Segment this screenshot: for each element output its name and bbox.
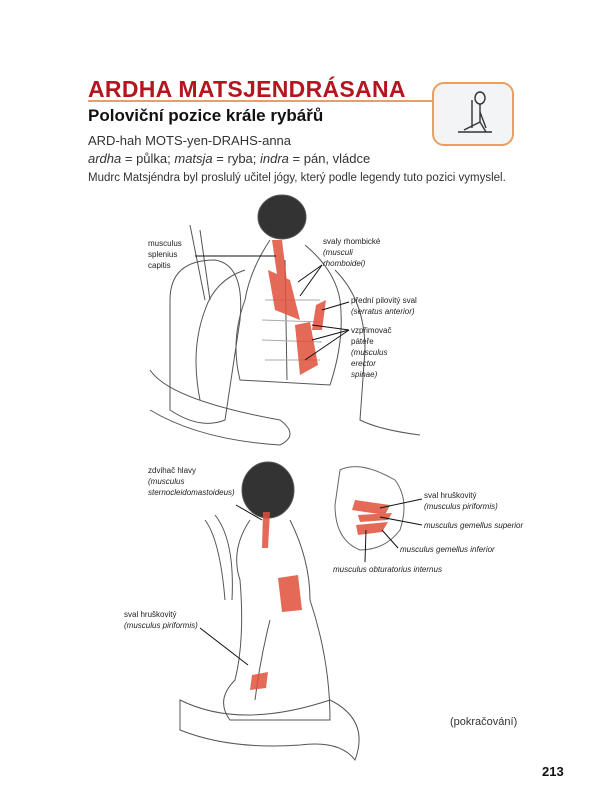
top-figure-illustration (149, 194, 421, 446)
label-serratus-anterior: přední pilovitý sval (serratus anterior) (351, 295, 417, 317)
label-line: musculus gemellus inferior (400, 545, 495, 554)
label-line: zdvihač hlavy (148, 466, 197, 475)
title-divider (88, 100, 432, 102)
label-line: přední pilovitý sval (351, 296, 417, 305)
label-line: erector (351, 359, 376, 368)
pelvis-inset-muscles (352, 500, 392, 535)
bottom-figure-illustration (179, 461, 360, 762)
definition: = ryba; (212, 151, 260, 166)
label-line: musculus (148, 239, 182, 248)
label-line: splenius (148, 250, 178, 259)
etymology: ardha = půlka; matsja = ryba; indra = pá… (88, 151, 370, 166)
term: matsja (174, 151, 213, 166)
page-number: 213 (542, 764, 564, 779)
label-line: svaly rhombické (323, 237, 381, 246)
label-line: (musculus (148, 477, 185, 486)
label-obturator-internus: musculus obturatorius internus (333, 564, 442, 575)
label-line: vzpřimovač (351, 326, 392, 335)
label-line: (musculus piriformis) (424, 502, 498, 511)
pronunciation: ARD-hah MOTS-yen-DRAHS-anna (88, 133, 292, 148)
label-gemellus-superior: musculus gemellus superior (424, 520, 523, 531)
bottom-figure-muscles (250, 512, 302, 690)
term: indra (260, 151, 289, 166)
continued-note: (pokračování) (450, 716, 518, 728)
label-line: musculus gemellus superior (424, 521, 524, 530)
label-line: (musculus (351, 348, 388, 357)
pose-subtitle: Poloviční pozice krále rybářů (88, 106, 324, 125)
label-rhomboids: svaly rhombické (musculi rhomboidei) (323, 236, 380, 269)
label-line: (musculi (323, 248, 353, 257)
label-piriformis-right: sval hruškovitý (musculus piriformis) (424, 490, 498, 512)
label-line: (musculus piriformis) (124, 621, 198, 630)
seated-twist-stick-figure-icon (458, 91, 492, 133)
label-line: sternocleidomastoideus) (148, 488, 235, 497)
top-figure-muscles (268, 240, 326, 375)
label-line: sval hruškovitý (424, 491, 477, 500)
label-erector-spinae: vzpřimovač páteře (musculus erector spin… (351, 325, 391, 380)
term: ardha (88, 151, 122, 166)
definition: = půlka; (121, 151, 175, 166)
label-piriformis-left: sval hruškovitý (musculus piriformis) (124, 609, 198, 631)
label-line: páteře (351, 337, 374, 346)
pose-description: Mudrc Matsjéndra byl proslulý učitel jóg… (88, 172, 506, 184)
label-line: capitis (148, 261, 171, 270)
label-line: sval hruškovitý (124, 610, 177, 619)
label-line: (serratus anterior) (351, 307, 415, 316)
definition: = pán, vládce (288, 151, 371, 166)
label-line: spinae) (351, 370, 378, 379)
label-splenius-capitis: musculus splenius capitis (148, 238, 182, 271)
pelvis-inset-illustration (334, 466, 405, 551)
label-sternocleidomastoid: zdvihač hlavy (musculus sternocleidomast… (148, 465, 235, 498)
pose-title: ARDHA MATSJENDRÁSANA (88, 76, 406, 102)
label-gemellus-inferior: musculus gemellus inferior (400, 544, 495, 555)
bottom-leader-lines (199, 498, 423, 666)
label-line: musculus obturatorius internus (333, 565, 442, 574)
label-line: rhomboidei) (323, 259, 366, 268)
top-leader-lines (195, 255, 350, 361)
pose-icon-box (432, 82, 514, 146)
